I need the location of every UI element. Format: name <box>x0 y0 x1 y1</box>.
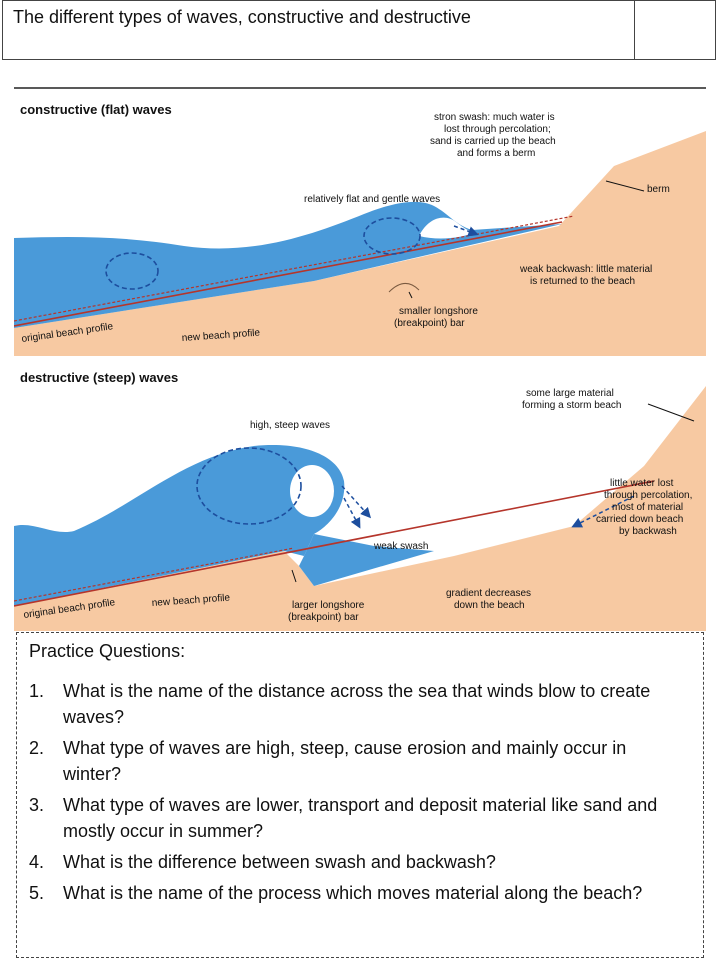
question-number: 1. <box>29 681 45 701</box>
destructive-wave-curl <box>290 465 334 517</box>
constructive-orbit-1 <box>105 252 159 290</box>
constructive-swash-arrow <box>453 225 479 237</box>
constructive-waves-label: relatively flat and gentle waves <box>304 194 440 205</box>
question-text: What is the name of the distance across … <box>63 681 651 727</box>
constructive-bar-label-1: smaller longshore <box>399 306 478 317</box>
question-text: What is the difference between swash and… <box>63 852 496 872</box>
title-side-cell <box>635 1 715 59</box>
question-text: What type of waves are lower, transport … <box>63 795 658 841</box>
destructive-original-profile-line <box>14 480 655 607</box>
berm-pointer <box>605 180 645 192</box>
question-item: 3. What type of waves are lower, transpo… <box>29 792 693 844</box>
destructive-waves-label: high, steep waves <box>250 420 330 431</box>
constructive-swash-label-3: sand is carried up the beach <box>430 136 556 147</box>
constructive-backwash-label-2: is returned to the beach <box>530 276 635 287</box>
question-number: 2. <box>29 738 45 758</box>
constructive-swash-label-1: stron swash: much water is <box>434 112 555 123</box>
title-table: The different types of waves, constructi… <box>2 0 716 60</box>
storm-label-1: some large material <box>526 388 614 399</box>
destructive-panel: destructive (steep) waves some large mat… <box>14 370 706 631</box>
question-text: What type of waves are high, steep, caus… <box>63 738 627 784</box>
bar-pointer <box>408 291 413 299</box>
constructive-bar-label-2: (breakpoint) bar <box>394 318 465 329</box>
destructive-orbit <box>196 447 302 525</box>
gradient-label-1: gradient decreases <box>446 588 531 599</box>
destructive-bar-label-1: larger longshore <box>292 600 365 611</box>
question-item: 1. What is the name of the distance acro… <box>29 678 693 730</box>
constructive-original-profile-line <box>14 221 563 327</box>
question-item: 5. What is the name of the process which… <box>29 880 693 906</box>
destructive-swash-label: weak swash <box>373 541 428 552</box>
question-item: 2. What type of waves are high, steep, c… <box>29 735 693 787</box>
question-number: 5. <box>29 883 45 903</box>
constructive-swash-label-2: lost through percolation; <box>444 124 551 135</box>
percolation-label-1: little water lost <box>610 478 674 489</box>
constructive-bar-bump <box>388 283 420 293</box>
constructive-sand <box>14 131 706 356</box>
gradient-label-2: down the beach <box>454 600 525 611</box>
constructive-orbit-2 <box>363 217 421 255</box>
destructive-swash-arrow-1 <box>343 497 361 529</box>
practice-questions-heading: Practice Questions: <box>29 641 186 661</box>
percolation-label-2: through percolation, <box>604 490 692 501</box>
constructive-new-profile-label: new beach profile <box>181 328 260 344</box>
question-number: 4. <box>29 852 45 872</box>
destructive-sea <box>14 445 345 606</box>
practice-questions-list: 1. What is the name of the distance acro… <box>29 678 693 906</box>
destructive-sand <box>14 386 706 631</box>
percolation-label-4: carried down beach <box>596 514 683 525</box>
waves-diagram-svg: constructive (flat) waves stron swash: m… <box>14 87 706 631</box>
destructive-new-profile-line <box>14 547 295 602</box>
question-item: 4. What is the difference between swash … <box>29 849 693 875</box>
berm-label: berm <box>647 184 670 195</box>
constructive-panel: constructive (flat) waves stron swash: m… <box>14 102 706 356</box>
destructive-heading: destructive (steep) waves <box>20 370 178 385</box>
percolation-label-3: most of material <box>612 502 683 513</box>
constructive-swash-label-4: and forms a berm <box>457 148 535 159</box>
practice-questions-box: Practice Questions: 1. What is the name … <box>16 632 704 958</box>
storm-beach-pointer <box>647 403 695 422</box>
page-title: The different types of waves, constructi… <box>3 1 635 59</box>
question-number: 3. <box>29 795 45 815</box>
destructive-sea-lower <box>299 534 434 586</box>
destructive-bar-label-2: (breakpoint) bar <box>288 612 359 623</box>
destructive-bar-pointer <box>291 569 297 583</box>
constructive-heading: constructive (flat) waves <box>20 102 172 117</box>
constructive-backwash-label-1: weak backwash: little material <box>519 264 652 275</box>
question-text: What is the name of the process which mo… <box>63 883 643 903</box>
storm-label-2: forming a storm beach <box>522 400 622 411</box>
destructive-new-profile-label: new beach profile <box>151 593 230 609</box>
percolation-label-5: by backwash <box>619 526 677 537</box>
waves-diagram: constructive (flat) waves stron swash: m… <box>14 86 706 631</box>
constructive-swash-foam <box>419 217 476 239</box>
